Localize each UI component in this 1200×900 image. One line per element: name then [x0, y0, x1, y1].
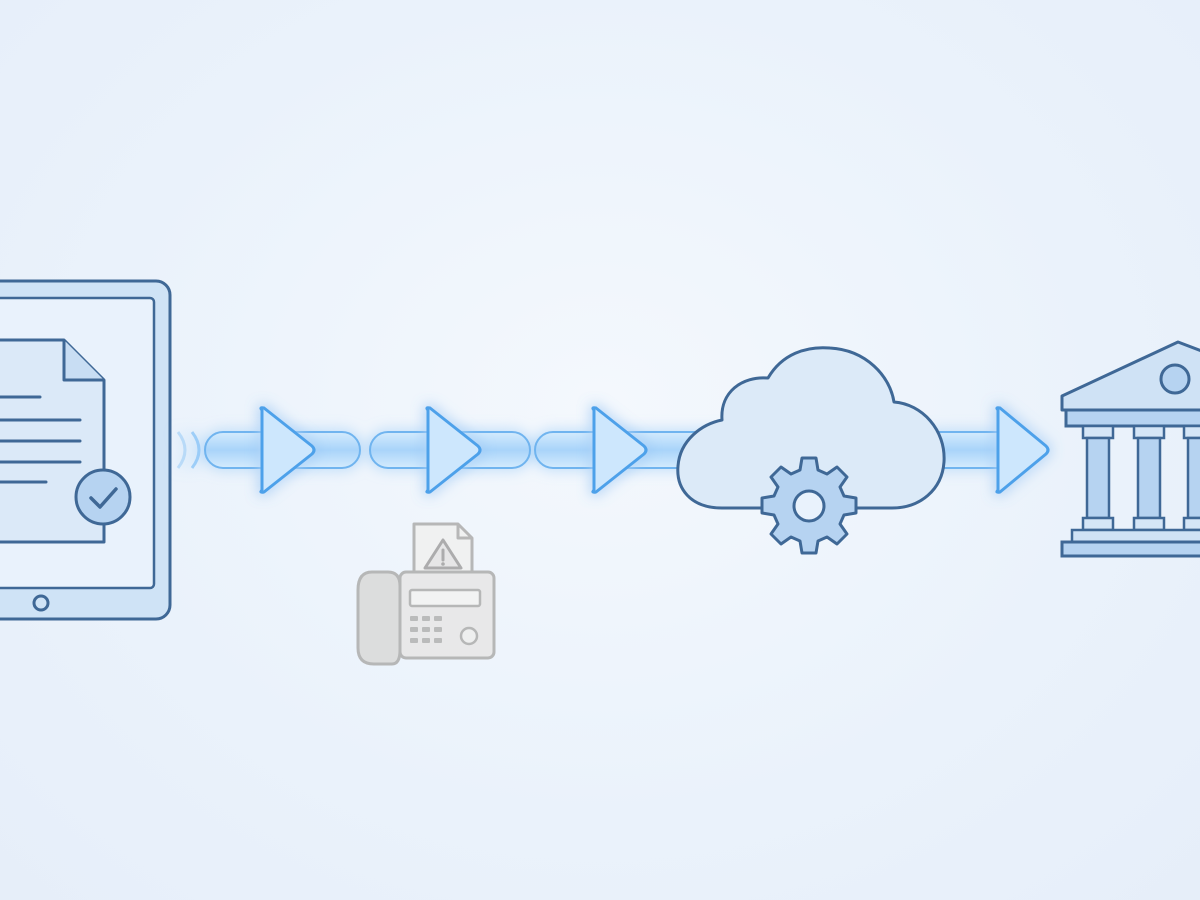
bank-column [1085, 436, 1111, 520]
bank-column [1186, 436, 1200, 520]
gear-icon [760, 456, 858, 555]
fax-machine-icon [356, 522, 496, 666]
stream-arrows [259, 406, 1050, 494]
cloud-icon [676, 346, 946, 510]
fax-display [408, 588, 482, 608]
warning-icon [423, 538, 463, 570]
bank-building-icon [1060, 340, 1200, 558]
fax-keypad [410, 616, 442, 643]
fax-body [398, 570, 496, 660]
arrow-icon [425, 406, 482, 494]
arrow-icon [259, 406, 316, 494]
arrow-icon [591, 406, 648, 494]
fax-dial [459, 626, 479, 646]
fax-handset [356, 570, 402, 666]
bank-column [1136, 436, 1162, 520]
check-badge-icon [74, 468, 132, 526]
arrow-icon [995, 406, 1050, 494]
